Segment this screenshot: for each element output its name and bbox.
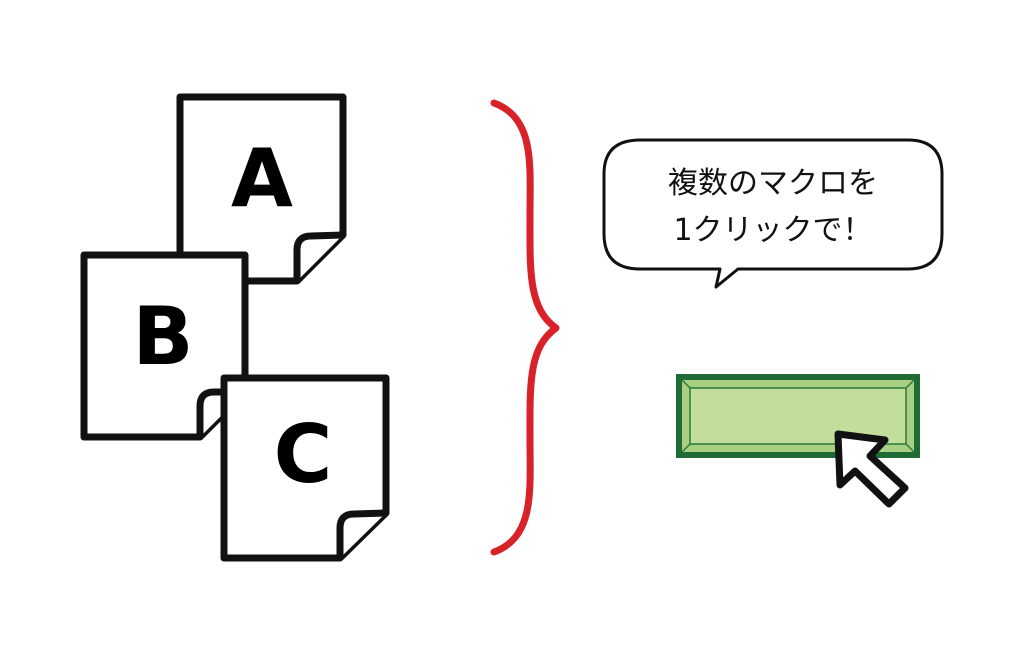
- mouse-pointer-icon: [834, 430, 909, 508]
- document-letter-a: A: [231, 132, 293, 225]
- document-letter-c: C: [274, 408, 333, 501]
- bubble-line-2: 1クリックで！: [673, 213, 872, 248]
- curly-brace-icon: [490, 99, 560, 556]
- bubble-line-1: 複数のマクロを: [668, 166, 878, 201]
- speech-bubble: 複数のマクロを 1クリックで！: [602, 138, 944, 289]
- document-letter-b: B: [133, 290, 194, 383]
- document-c: C: [220, 374, 390, 562]
- document-a: A: [176, 93, 347, 285]
